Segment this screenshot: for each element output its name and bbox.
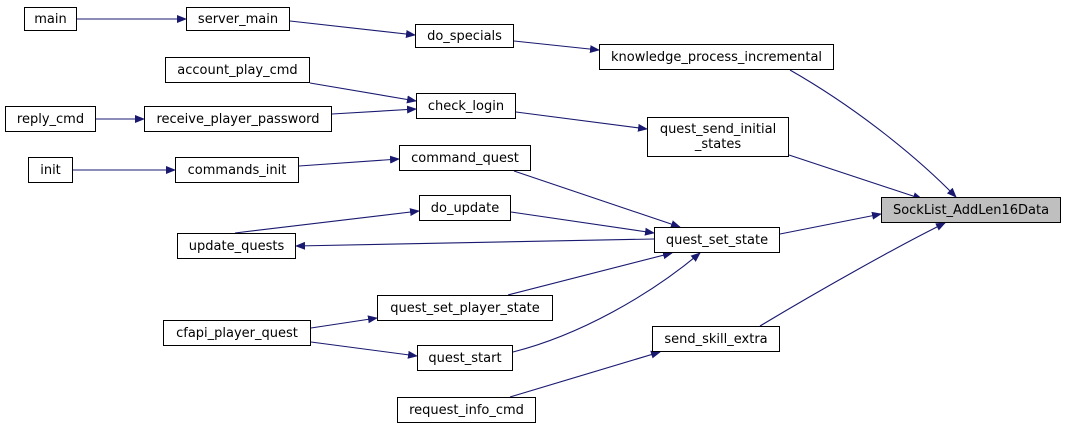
node-do-specials[interactable]: do_specials — [415, 24, 514, 48]
edge-quest-set-state-update-quests — [295, 238, 655, 250]
edge-do-update-quest-set-state — [510, 211, 655, 236]
edge-account-play-check-login — [309, 82, 417, 104]
node-quest-set-state[interactable]: quest_set_state — [654, 227, 780, 253]
node-init[interactable]: init — [28, 157, 73, 183]
edge-quest-send-sock-list — [788, 154, 923, 200]
edge-send-skill-extra-sock-list — [759, 222, 946, 327]
edge-quest-start-quest-set-state — [512, 252, 701, 353]
edge-commands-init-command-quest — [298, 155, 400, 167]
node-sock-list-add-len16-data: SockList_AddLen16Data — [881, 197, 1061, 223]
edge-command-quest-quest-set-state — [513, 170, 681, 228]
node-quest-send-initial-states[interactable]: quest_send_initial _states — [647, 117, 789, 157]
edge-receive-password-check-login — [331, 105, 417, 115]
edge-request-info-send-skill-extra — [509, 350, 661, 398]
edge-cfapi-quest-set-player-state — [310, 315, 378, 329]
node-reply-cmd[interactable]: reply_cmd — [5, 106, 96, 132]
node-command-quest[interactable]: command_quest — [399, 145, 531, 171]
node-account-play-cmd[interactable]: account_play_cmd — [165, 57, 310, 83]
node-main[interactable]: main — [24, 7, 77, 31]
node-do-update[interactable]: do_update — [419, 195, 511, 221]
edge-server-main-do-specials — [289, 20, 416, 38]
edge-do-specials-knowledge — [513, 40, 600, 54]
edge-quest-set-state-sock-list — [779, 211, 882, 235]
node-send-skill-extra[interactable]: send_skill_extra — [652, 326, 780, 352]
edge-quest-set-player-state-quest-set-state — [507, 251, 673, 296]
edge-check-login-quest-send — [515, 111, 648, 132]
node-quest-set-player-state[interactable]: quest_set_player_state — [377, 295, 553, 321]
node-server-main[interactable]: server_main — [186, 7, 290, 31]
node-commands-init[interactable]: commands_init — [175, 157, 299, 183]
node-cfapi-player-quest[interactable]: cfapi_player_quest — [163, 320, 311, 346]
node-update-quests[interactable]: update_quests — [177, 233, 296, 259]
edge-update-quests-do-update — [234, 208, 420, 234]
node-knowledge-process-incremental[interactable]: knowledge_process_incremental — [599, 44, 834, 70]
node-quest-start[interactable]: quest_start — [417, 345, 513, 371]
node-request-info-cmd[interactable]: request_info_cmd — [397, 397, 536, 423]
edge-cfapi-quest-start — [310, 341, 418, 359]
edge-knowledge-sock-list — [789, 69, 957, 198]
node-receive-player-password[interactable]: receive_player_password — [144, 106, 332, 132]
node-check-login[interactable]: check_login — [416, 93, 516, 119]
